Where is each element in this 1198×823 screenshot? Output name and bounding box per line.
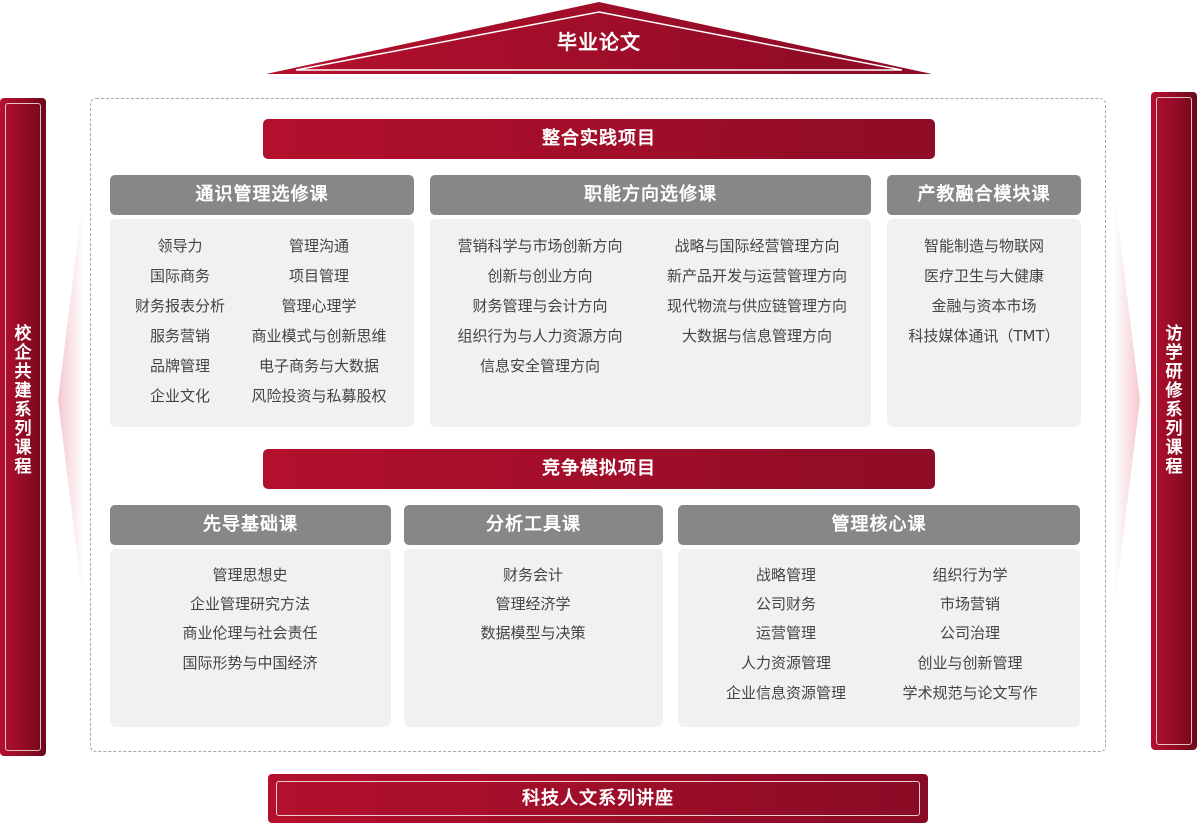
list-item: 新产品开发与运营管理方向 bbox=[666, 267, 848, 285]
left-pillar-label: 校企共建系列课程 bbox=[0, 325, 46, 477]
thesis-label: 毕业论文 bbox=[557, 30, 641, 54]
list-item: 现代物流与供应链管理方向 bbox=[666, 297, 848, 315]
list-item: 管理心理学 bbox=[281, 297, 357, 315]
right-pillar-char: 访 bbox=[1165, 324, 1183, 344]
list-item: 人力资源管理 bbox=[740, 654, 832, 672]
list-item: 创业与创新管理 bbox=[917, 654, 1023, 672]
list-item: 财务报表分析 bbox=[134, 297, 226, 315]
list-item: 风险投资与私募股权 bbox=[251, 387, 387, 405]
list-item: 组织行为与人力资源方向 bbox=[457, 327, 623, 345]
lecture-series-label: 科技人文系列讲座 bbox=[276, 781, 920, 816]
core-courses-header: 管理核心课 bbox=[678, 505, 1080, 545]
list-item: 国际形势与中国经济 bbox=[182, 654, 318, 672]
right-pillar-label: 访学研修系列课程 bbox=[1151, 325, 1197, 477]
functional-electives-panel bbox=[430, 219, 871, 427]
list-item: 战略管理 bbox=[755, 566, 817, 584]
right-pillar-char: 系 bbox=[1165, 400, 1183, 420]
list-item: 创新与创业方向 bbox=[487, 267, 593, 285]
industry-module-panel bbox=[887, 219, 1081, 427]
right-pillar-char: 课 bbox=[1165, 438, 1183, 458]
roof-shape bbox=[266, 2, 932, 74]
list-item: 学术规范与论文写作 bbox=[902, 684, 1038, 702]
list-item: 财务管理与会计方向 bbox=[472, 297, 608, 315]
foundation-courses-header: 先导基础课 bbox=[110, 505, 391, 545]
list-item: 运营管理 bbox=[755, 624, 817, 642]
curriculum-frame bbox=[90, 98, 1106, 752]
left-pillar-char: 共 bbox=[14, 362, 32, 382]
left-pillar-char: 系 bbox=[14, 400, 32, 420]
list-item: 市场营销 bbox=[939, 595, 1001, 613]
list-item: 管理思想史 bbox=[212, 566, 288, 584]
left-arrow bbox=[58, 190, 84, 610]
list-item: 公司财务 bbox=[755, 595, 817, 613]
left-pillar-char: 企 bbox=[14, 343, 32, 363]
right-pillar-char: 学 bbox=[1165, 343, 1183, 363]
general-electives-panel bbox=[110, 219, 414, 427]
list-item: 服务营销 bbox=[149, 327, 211, 345]
right-pillar-char: 程 bbox=[1165, 457, 1183, 477]
list-item: 组织行为学 bbox=[932, 566, 1008, 584]
right-pillar-char: 列 bbox=[1165, 419, 1183, 439]
list-item: 项目管理 bbox=[288, 267, 350, 285]
functional-electives-header: 职能方向选修课 bbox=[430, 175, 871, 215]
list-item: 企业管理研究方法 bbox=[189, 595, 311, 613]
right-pillar-char: 研 bbox=[1165, 362, 1183, 382]
tools-courses-panel bbox=[404, 549, 663, 727]
list-item: 信息安全管理方向 bbox=[479, 357, 601, 375]
left-pillar-char: 建 bbox=[14, 381, 32, 401]
list-item: 科技媒体通讯（TMT） bbox=[908, 327, 1060, 345]
list-item: 财务会计 bbox=[502, 566, 564, 584]
tools-courses-header: 分析工具课 bbox=[404, 505, 663, 545]
competition-project-bar: 竞争模拟项目 bbox=[263, 449, 935, 489]
left-pillar: 校企共建系列课程 bbox=[0, 98, 46, 756]
list-item: 商业伦理与社会责任 bbox=[182, 624, 318, 642]
left-pillar-char: 校 bbox=[14, 324, 32, 344]
integration-project-bar: 整合实践项目 bbox=[263, 119, 935, 159]
list-item: 商业模式与创新思维 bbox=[251, 327, 387, 345]
list-item: 大数据与信息管理方向 bbox=[681, 327, 833, 345]
left-pillar-char: 课 bbox=[14, 438, 32, 458]
list-item: 金融与资本市场 bbox=[931, 297, 1037, 315]
left-pillar-char: 列 bbox=[14, 419, 32, 439]
list-item: 公司治理 bbox=[939, 624, 1001, 642]
list-item: 企业文化 bbox=[149, 387, 211, 405]
list-item: 品牌管理 bbox=[149, 357, 211, 375]
list-item: 管理沟通 bbox=[288, 237, 350, 255]
general-electives-header: 通识管理选修课 bbox=[110, 175, 414, 215]
list-item: 医疗卫生与大健康 bbox=[923, 267, 1045, 285]
list-item: 电子商务与大数据 bbox=[258, 357, 380, 375]
list-item: 战略与国际经营管理方向 bbox=[674, 237, 840, 255]
list-item: 领导力 bbox=[157, 237, 203, 255]
foundation-courses-panel bbox=[110, 549, 391, 727]
left-pillar-char: 程 bbox=[14, 457, 32, 477]
list-item: 营销科学与市场创新方向 bbox=[457, 237, 623, 255]
list-item: 企业信息资源管理 bbox=[725, 684, 847, 702]
list-item: 数据模型与决策 bbox=[480, 624, 586, 642]
list-item: 国际商务 bbox=[149, 267, 211, 285]
list-item: 管理经济学 bbox=[495, 595, 571, 613]
lecture-series-bar: 科技人文系列讲座 bbox=[268, 774, 928, 823]
core-courses-panel bbox=[678, 549, 1080, 727]
industry-module-header: 产教融合模块课 bbox=[887, 175, 1081, 215]
list-item: 智能制造与物联网 bbox=[923, 237, 1045, 255]
right-pillar: 访学研修系列课程 bbox=[1151, 92, 1197, 750]
right-arrow bbox=[1114, 190, 1140, 610]
right-pillar-char: 修 bbox=[1165, 381, 1183, 401]
